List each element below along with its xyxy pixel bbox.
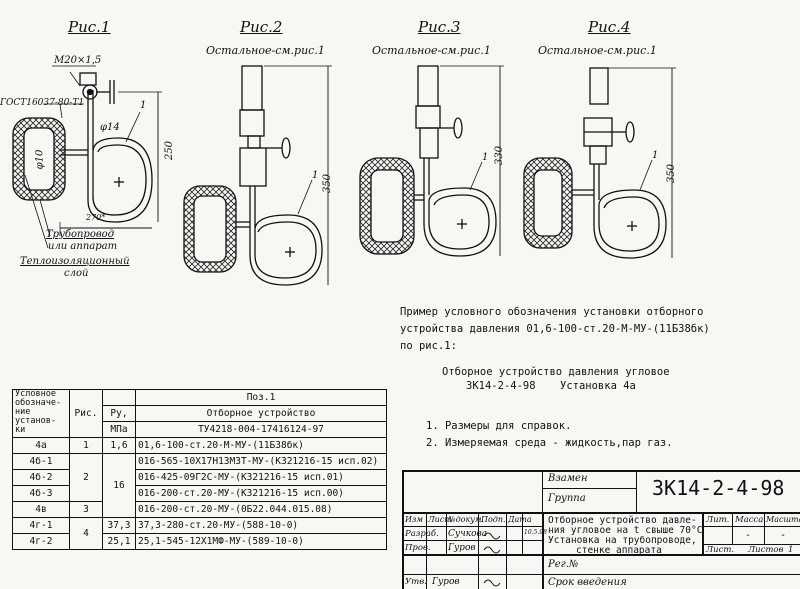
fig2-leader-1: 1 <box>312 170 319 181</box>
notes-list: 1. Размеры для справок. 2. Измеряемая ср… <box>426 418 673 452</box>
title-description: Отборное устройство давле- ния угловое н… <box>548 515 703 556</box>
massa-label: Масса <box>735 515 764 525</box>
fig1-dim-250: 250 <box>164 140 176 161</box>
table-row: 4б-1 2 16 016-565-10Х17Н13М3Т-МУ-(К32121… <box>12 453 387 518</box>
example-line-2: устройства давления 01,6-100-ст.20-М-МУ-… <box>400 323 710 335</box>
figure-3-drawing <box>359 65 504 257</box>
spec-table: Условное обозначе- ние установ- ки Рис. … <box>12 389 387 550</box>
listov-value: 1 <box>788 545 794 555</box>
fig1-thread-label: М20×1,5 <box>54 55 102 66</box>
fig3-leader-1: 1 <box>482 152 489 163</box>
fig1-dim-270: 270* <box>86 213 106 222</box>
listov-label: Листов <box>748 545 784 555</box>
signature-marks <box>483 532 501 587</box>
fig3-dim-330: 330 <box>494 145 506 166</box>
table-row: 4б-2 016-425-09Г2С-МУ-(К321216-15 исп.01… <box>12 469 387 486</box>
header-designation: Условное обозначе- ние установ- ки <box>12 389 70 438</box>
fig1-insulation-label-2: слой <box>64 268 89 279</box>
srok-label: Срок введения <box>548 577 627 588</box>
table-row: 4а 1 1,6 01,6-100-ст.20-М-МУ-(11Б38бк) <box>12 437 387 454</box>
fig1-pipeline-label-2: или аппарат <box>48 241 118 252</box>
utv-name: Гуров <box>432 577 460 587</box>
figure-4-title: Рис.4 <box>588 18 631 36</box>
technical-drawings <box>12 65 676 286</box>
document-code: ЗК14-2-4-98 <box>652 476 785 500</box>
razrab-date: 10.5.98 <box>524 529 547 536</box>
prov-name: Гуров <box>448 543 476 553</box>
utv-label: Утв. <box>405 577 427 587</box>
title-block: Взамен Группа ЗК14-2-4-98 Изм Лист №доку… <box>402 470 800 589</box>
masshtab-value: - <box>780 530 787 541</box>
fig2-dim-350: 350 <box>322 173 334 194</box>
col-podp: Подп. <box>481 515 506 524</box>
reg-no-label: Рег.№ <box>548 559 579 570</box>
fig1-pipeline-label: Трубопровод <box>46 229 115 240</box>
masshtab-label: Масштаб <box>766 515 800 524</box>
lit-label: Лит. <box>706 515 730 525</box>
figure-3-note: Остальное-см.рис.1 <box>372 44 491 57</box>
gruppa-label: Группа <box>548 493 586 504</box>
col-dokum: №докум. <box>448 515 485 524</box>
col-izm: Изм <box>405 515 423 524</box>
fig1-insulation-label: Теплоизоляционный <box>20 256 130 267</box>
razrab-label: Разраб. <box>405 529 439 539</box>
header-tu: ТУ4218-004-17416124-97 <box>135 421 387 438</box>
figure-2-drawing <box>183 65 332 286</box>
header-device: Отборное устройство <box>135 405 387 422</box>
fig1-leader-1: 1 <box>140 100 147 111</box>
figure-2-note: Остальное-см.рис.1 <box>206 44 325 57</box>
example-line-1: Пример условного обозначения установки о… <box>400 306 704 318</box>
header-py-blank <box>102 389 136 406</box>
prov-label: Пров. <box>405 543 431 553</box>
fig1-phi10-label: φ10 <box>34 149 46 170</box>
example-line-3: по рис.1: <box>400 340 457 352</box>
example-block: Пример условного обозначения установки о… <box>400 304 800 355</box>
figure-2-title: Рис.2 <box>240 18 283 36</box>
col-data: Дата <box>508 515 532 524</box>
header-py: Ру, <box>102 405 136 422</box>
header-fig: Рис. <box>69 389 103 438</box>
example-line-5b: Установка 4а <box>560 380 636 392</box>
note-1: 1. Размеры для справок. <box>426 420 572 432</box>
figure-3-title: Рис.3 <box>418 18 461 36</box>
fig4-leader-1: 1 <box>652 150 659 161</box>
vzamen-label: Взамен <box>548 473 588 484</box>
figure-1-drawing <box>12 65 162 249</box>
table-row: 4б-3 016-200-ст.20-МУ-(К321216-15 исп.00… <box>12 485 387 502</box>
massa-value: - <box>745 530 752 541</box>
razrab-name: Сучкова <box>448 529 488 539</box>
fig4-dim-350: 350 <box>666 163 678 184</box>
fig1-phi14-label: φ14 <box>100 122 120 133</box>
figure-4-note: Остальное-см.рис.1 <box>538 44 657 57</box>
header-mpa: МПа <box>102 421 136 438</box>
table-row: 4г-1 4 37,3 37,3-280-ст.20-МУ-(588-10-0) <box>12 517 387 550</box>
example-line-4: Отборное устройство давления угловое <box>442 366 670 378</box>
fig1-gost-label: ГОСТ16037-80-Т1 <box>0 98 85 108</box>
table-row: 4г-2 25,1 25,1-545-12Х1МФ-МУ-(589-10-0) <box>12 533 387 550</box>
figure-4-drawing <box>523 67 676 259</box>
list-label: Лист. <box>706 545 735 555</box>
note-2: 2. Измеряемая среда - жидкость,пар газ. <box>426 437 673 449</box>
figure-1-title: Рис.1 <box>68 18 111 36</box>
table-row: 4в 3 016-200-ст.20-МУ-(0Б22.044.015.08) <box>12 501 387 518</box>
col-list: Лист <box>428 515 452 524</box>
header-pos: Поз.1 <box>135 389 387 406</box>
example-line-5a: ЗК14-2-4-98 <box>466 380 536 392</box>
